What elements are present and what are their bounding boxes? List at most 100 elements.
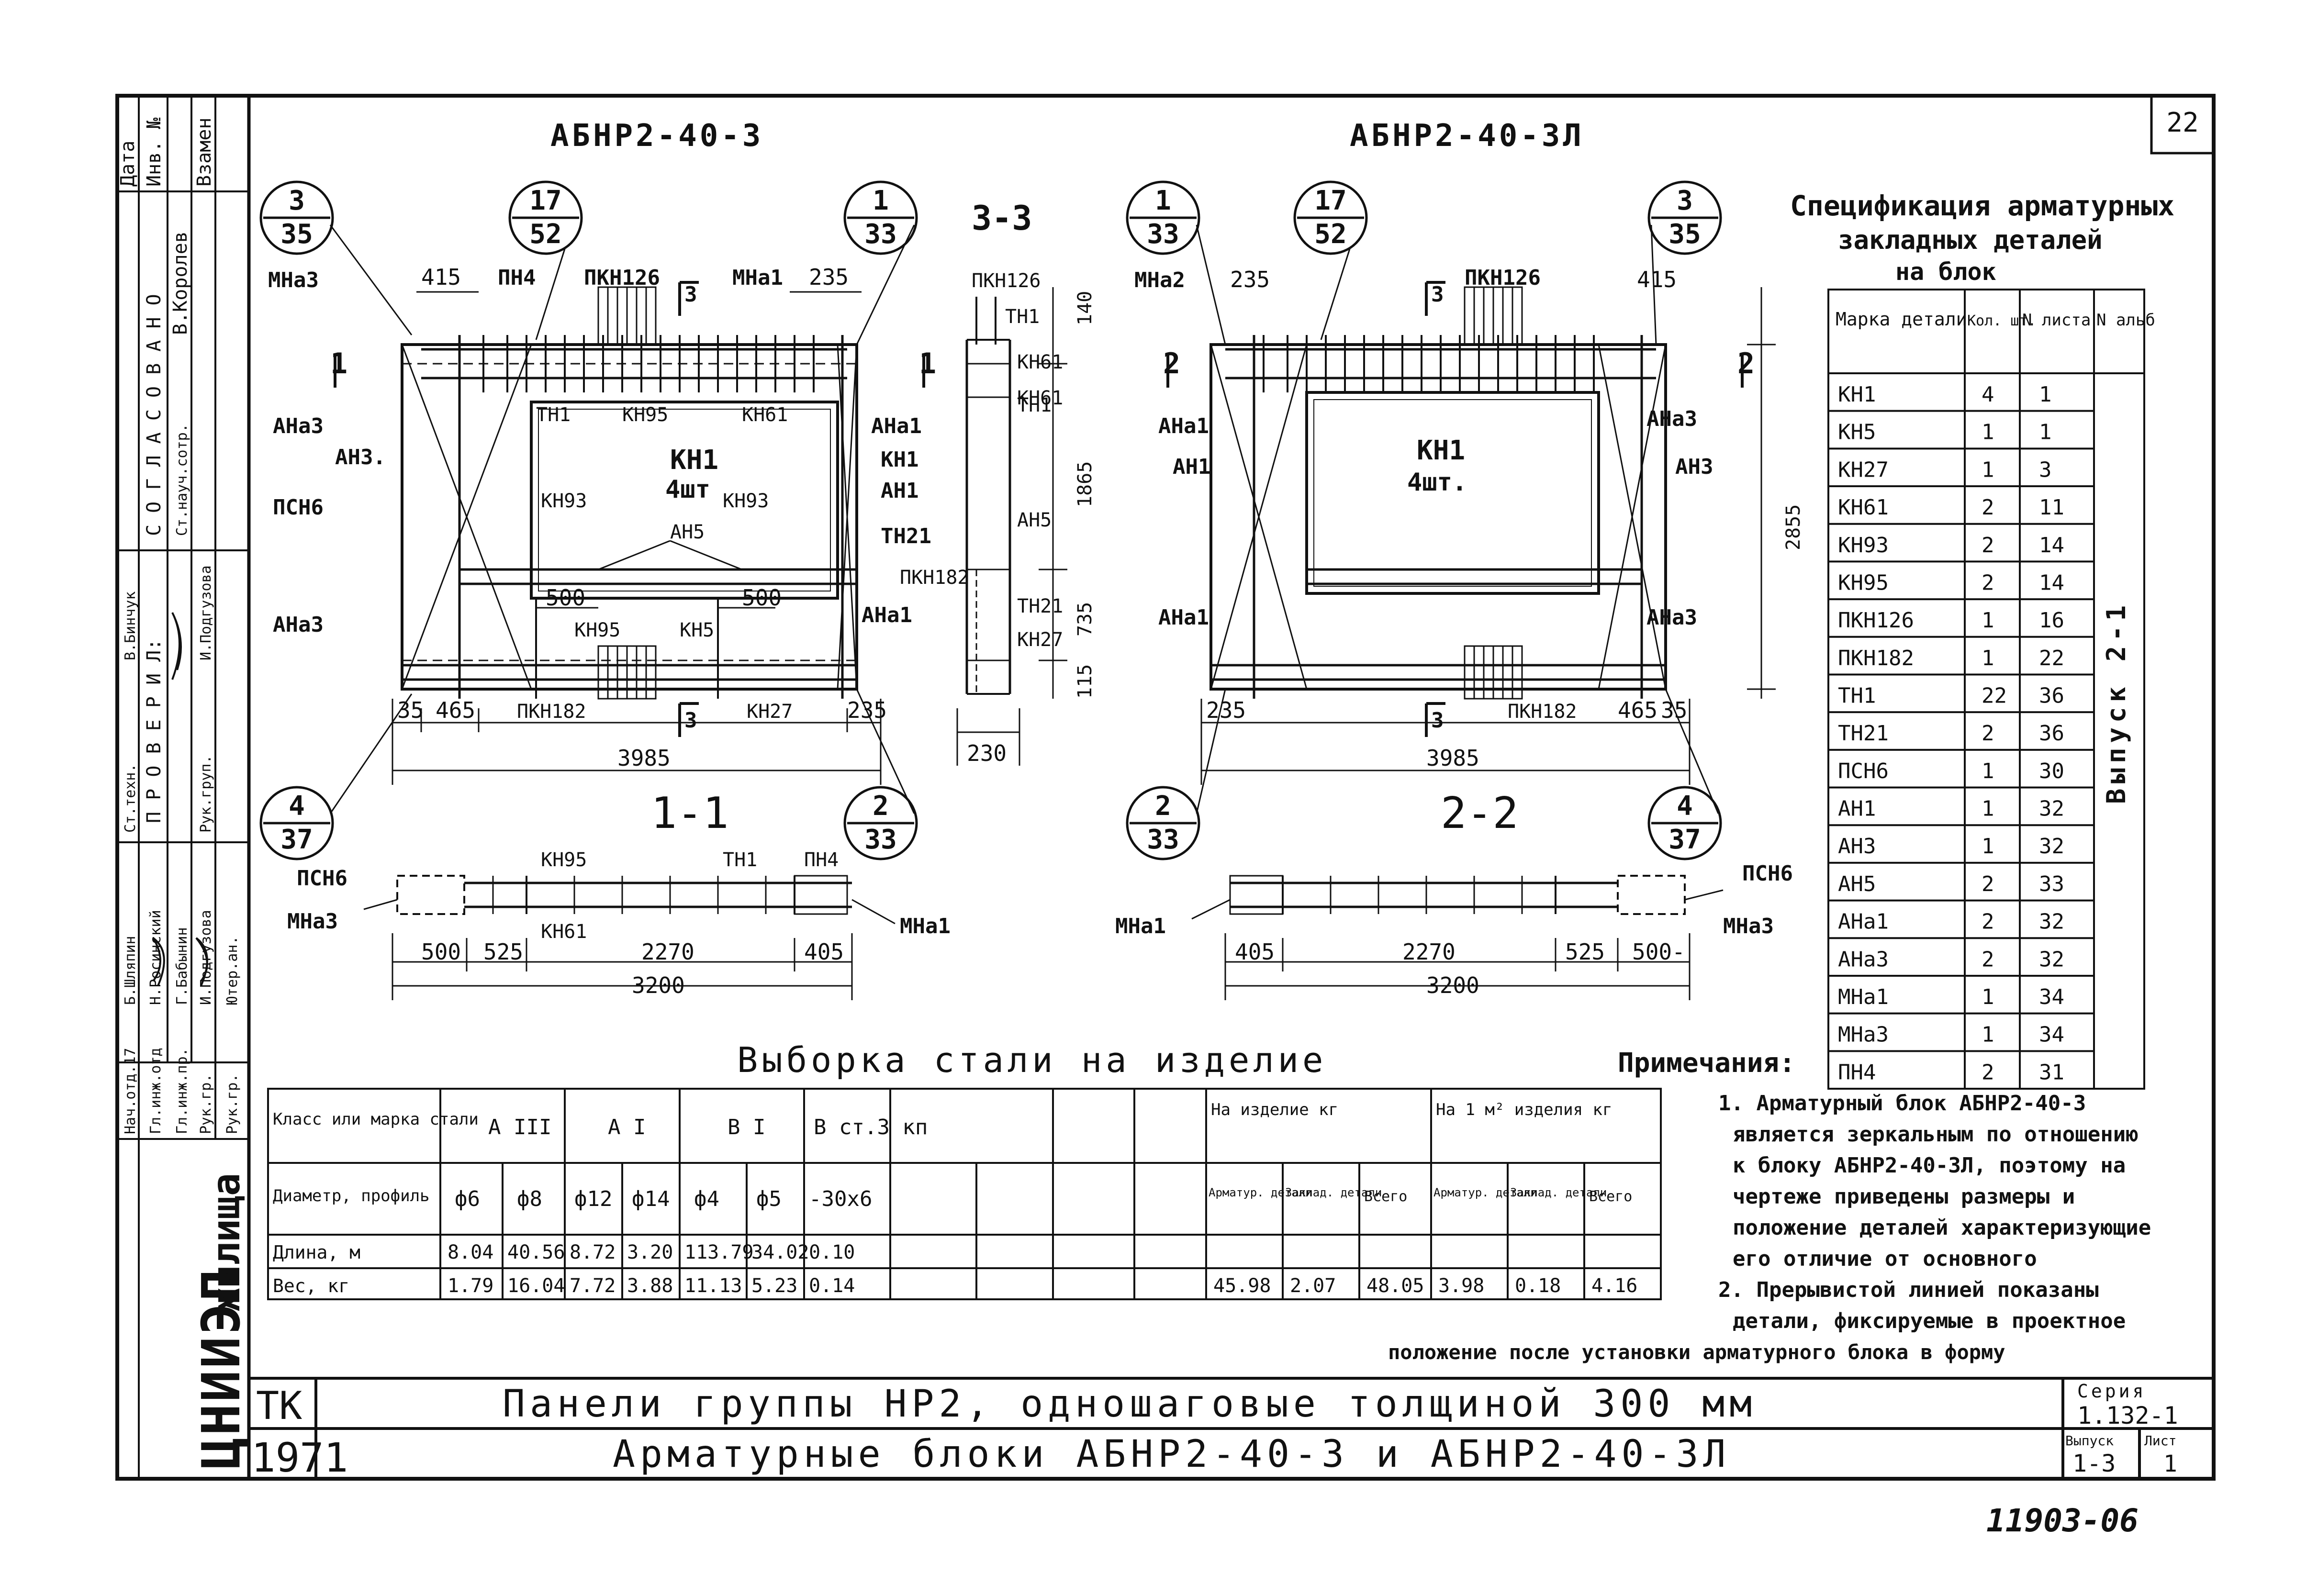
svg-text:1: 1 — [919, 347, 936, 380]
svg-text:525: 525 — [1565, 939, 1605, 965]
svg-text:АНа1: АНа1 — [1158, 414, 1209, 438]
svg-text:2: 2 — [873, 791, 889, 822]
svg-text:ТН21: ТН21 — [1017, 595, 1063, 617]
svg-text:33: 33 — [1147, 219, 1179, 250]
svg-text:Заклад. детали: Заклад. детали — [1285, 1186, 1382, 1199]
svg-text:3: 3 — [1431, 282, 1444, 307]
svg-text:КН61: КН61 — [1017, 351, 1063, 373]
svg-text:Взамен: Взамен — [193, 118, 215, 187]
svg-text:Всего: Всего — [1364, 1188, 1407, 1205]
svg-text:3: 3 — [1431, 708, 1444, 733]
svg-text:На 1 м² изделия кг: На 1 м² изделия кг — [1436, 1100, 1612, 1119]
spec-cell: 33 — [2039, 872, 2064, 896]
svg-text:235: 235 — [1230, 267, 1270, 292]
spec-cell: КН95 — [1838, 570, 1889, 595]
svg-text:Рук.гр.: Рук.гр. — [224, 1074, 241, 1134]
svg-text:чертеже приведены размеры и: чертеже приведены размеры и — [1733, 1184, 2075, 1209]
right-elevation-labels: МНа2 235 3 ПКН126 415 2 2 АНа1 АН1 КН1 4… — [1134, 266, 1804, 771]
spec-cell: 4 — [1982, 382, 1994, 407]
svg-text:КН95: КН95 — [622, 404, 668, 426]
svg-text:Арматур. детали: Арматур. детали — [1433, 1186, 1537, 1199]
svg-text:МНа1: МНа1 — [900, 914, 951, 938]
svg-text:1: 1 — [2163, 1451, 2177, 1477]
svg-text:Всего: Всего — [1589, 1188, 1632, 1205]
svg-text:2270: 2270 — [641, 939, 694, 965]
svg-text:2270: 2270 — [1402, 939, 1456, 965]
spec-cell: 34 — [2039, 1023, 2064, 1047]
spec-cell: 2 — [1982, 1060, 1994, 1084]
svg-text:И.Подгузова: И.Подгузова — [198, 565, 214, 660]
svg-text:ПСН6: ПСН6 — [273, 495, 324, 520]
svg-text:АНа3: АНа3 — [273, 414, 324, 438]
spec-cell: 2 — [1982, 721, 1994, 746]
svg-text:МНа3: МНа3 — [268, 268, 319, 292]
spec-cell: КН1 — [1838, 382, 1876, 407]
steel-weight-cell: 5.23 — [751, 1275, 797, 1297]
svg-text:КН61: КН61 — [541, 921, 587, 943]
svg-text:закладных деталей: закладных деталей — [1838, 225, 2103, 255]
svg-text:ПКН126: ПКН126 — [584, 266, 660, 290]
svg-text:ПКН182: ПКН182 — [1508, 701, 1577, 723]
svg-text:Рук.гр.: Рук.гр. — [198, 1074, 214, 1134]
svg-text:КН27: КН27 — [1017, 629, 1063, 651]
svg-text:А III: А III — [488, 1115, 551, 1139]
svg-text:37: 37 — [280, 824, 313, 855]
svg-text:2: 2 — [1155, 791, 1171, 822]
svg-text:1: 1 — [330, 347, 347, 380]
svg-text:1865: 1865 — [1074, 461, 1096, 507]
left-elevation — [334, 281, 925, 785]
svg-text:Инв. №: Инв. № — [143, 118, 165, 187]
steel-weight-cell: 7.72 — [570, 1275, 616, 1297]
section-3-3 — [956, 287, 1067, 766]
svg-text:415: 415 — [1637, 267, 1677, 292]
svg-text:4шт: 4шт — [665, 475, 710, 504]
svg-text:ф6: ф6 — [455, 1187, 480, 1211]
spec-cell: 1 — [1982, 797, 1994, 821]
svg-text:33: 33 — [1147, 824, 1179, 855]
svg-text:Н.Росинский: Н.Росинский — [147, 910, 164, 1005]
svg-text:Дата: Дата — [117, 141, 139, 187]
spec-cell: 32 — [2039, 834, 2064, 859]
sheet-frame — [115, 94, 2216, 1481]
section-33-title: 3-3 — [972, 199, 1032, 238]
spec-cell: 2 — [1982, 533, 1994, 558]
svg-text:35: 35 — [1669, 219, 1701, 250]
steel-table: Выборка стали на изделие Класс или марк — [267, 1040, 1662, 1300]
spec-cell: МНа3 — [1838, 1023, 1889, 1047]
svg-text:АН5: АН5 — [1017, 509, 1052, 531]
left-view-title: АБНР2-40-3 — [550, 118, 763, 154]
svg-text:АНа1: АНа1 — [871, 414, 922, 438]
spec-cell: 3 — [2039, 458, 2052, 482]
svg-text:Б.Шляпин: Б.Шляпин — [122, 936, 139, 1005]
svg-text:Выборка стали на изделие: Выборка стали на изделие — [737, 1040, 1327, 1080]
svg-text:В I: В I — [728, 1115, 765, 1139]
svg-text:1-3: 1-3 — [2072, 1450, 2116, 1477]
svg-text:3: 3 — [1677, 185, 1693, 216]
svg-text:ПСН6: ПСН6 — [297, 866, 347, 891]
spec-cell: ПКН182 — [1838, 646, 1914, 670]
svg-text:КН93: КН93 — [541, 490, 587, 512]
spec-cell: 34 — [2039, 985, 2064, 1009]
spec-cell: 1 — [1982, 458, 1994, 482]
svg-text:АН5: АН5 — [670, 521, 705, 543]
spec-cell: 14 — [2039, 570, 2064, 595]
svg-text:его отличие от основного: его отличие от основного — [1733, 1247, 2037, 1271]
svg-text:Ютер.ан.: Ютер.ан. — [224, 936, 241, 1005]
steel-total-cell: 45.98 — [1213, 1275, 1271, 1297]
callout-texts: 3 35 17 52 1 33 4 37 2 33 1 33 17 52 3 3… — [280, 185, 1701, 855]
section-2-2 — [1191, 875, 1724, 1000]
spec-cell: 14 — [2039, 533, 2064, 558]
steel-weight-cell: 0.14 — [809, 1275, 855, 1297]
svg-text:ПКН126: ПКН126 — [1465, 266, 1541, 290]
svg-text:ф8: ф8 — [517, 1187, 542, 1211]
svg-text:Класс или марка стали: Класс или марка стали — [273, 1110, 479, 1129]
svg-text:4: 4 — [1677, 791, 1693, 822]
svg-text:3: 3 — [684, 282, 697, 307]
svg-text:на блок: на блок — [1895, 258, 1996, 286]
spec-cell: 1 — [1982, 1023, 1994, 1047]
svg-text:КН61: КН61 — [1017, 387, 1063, 409]
svg-text:500: 500 — [546, 585, 585, 611]
svg-text:2. Прерывистой линией показаны: 2. Прерывистой линией показаны — [1718, 1278, 2099, 1302]
svg-text:ТН21: ТН21 — [881, 524, 931, 548]
svg-text:В.Королев: В.Королев — [169, 231, 191, 335]
